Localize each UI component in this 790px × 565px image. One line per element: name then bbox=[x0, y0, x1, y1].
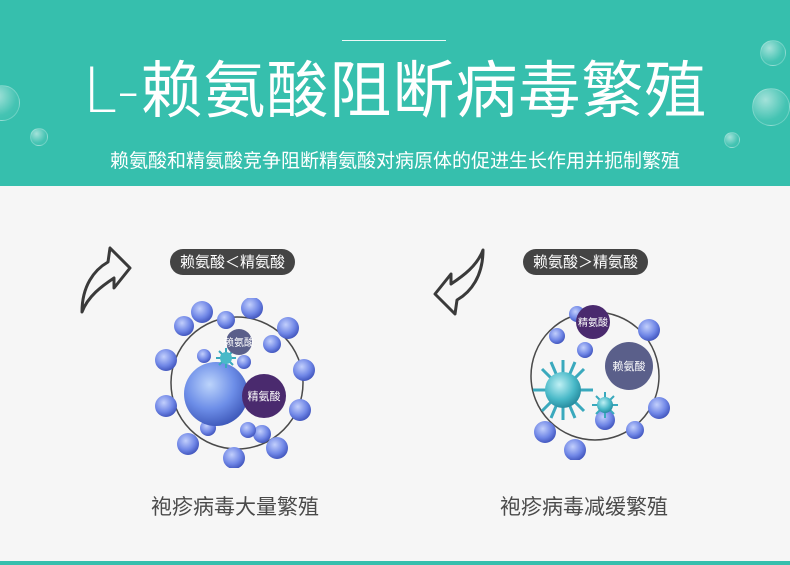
arginine-label: 精氨酸 bbox=[248, 389, 281, 403]
cell-diagram-right: 精氨酸 赖氨酸 bbox=[530, 305, 670, 460]
virus-particles bbox=[155, 298, 315, 468]
page-subtitle: 赖氨酸和精氨酸竞争阻断精氨酸对病原体的促进生长作用并扼制繁殖 bbox=[109, 150, 680, 172]
water-drop-decoration bbox=[30, 128, 48, 146]
water-drop-decoration bbox=[752, 88, 790, 126]
water-drop-decoration bbox=[724, 132, 740, 148]
page-title: L-赖氨酸阻断病毒繁殖 bbox=[82, 54, 708, 127]
lysine-label: 赖氨酸 bbox=[613, 359, 646, 373]
cell-diagram-left: 赖氨酸 精氨酸 bbox=[155, 298, 315, 468]
down-arrow-icon bbox=[433, 248, 485, 316]
lysine-label: 赖氨酸 bbox=[224, 336, 254, 349]
left-panel: 赖氨酸＜精氨酸 bbox=[0, 186, 395, 565]
bottom-accent-line bbox=[0, 561, 790, 565]
right-panel: 赖氨酸＞精氨酸 bbox=[395, 186, 790, 565]
header-banner: L-赖氨酸阻断病毒繁殖 赖氨酸和精氨酸竞争阻断精氨酸对病原体的促进生长作用并扼制… bbox=[0, 0, 790, 186]
left-caption: 袍疹病毒大量繁殖 bbox=[151, 495, 319, 519]
water-drop-decoration bbox=[760, 40, 786, 66]
lysine-greater-than-arginine-badge: 赖氨酸＞精氨酸 bbox=[523, 249, 649, 275]
up-arrow-icon bbox=[80, 246, 132, 314]
arginine-label: 精氨酸 bbox=[578, 316, 608, 329]
right-caption: 袍疹病毒减缓繁殖 bbox=[500, 495, 668, 519]
lysine-less-than-arginine-badge: 赖氨酸＜精氨酸 bbox=[170, 249, 296, 275]
title-divider bbox=[342, 40, 446, 41]
